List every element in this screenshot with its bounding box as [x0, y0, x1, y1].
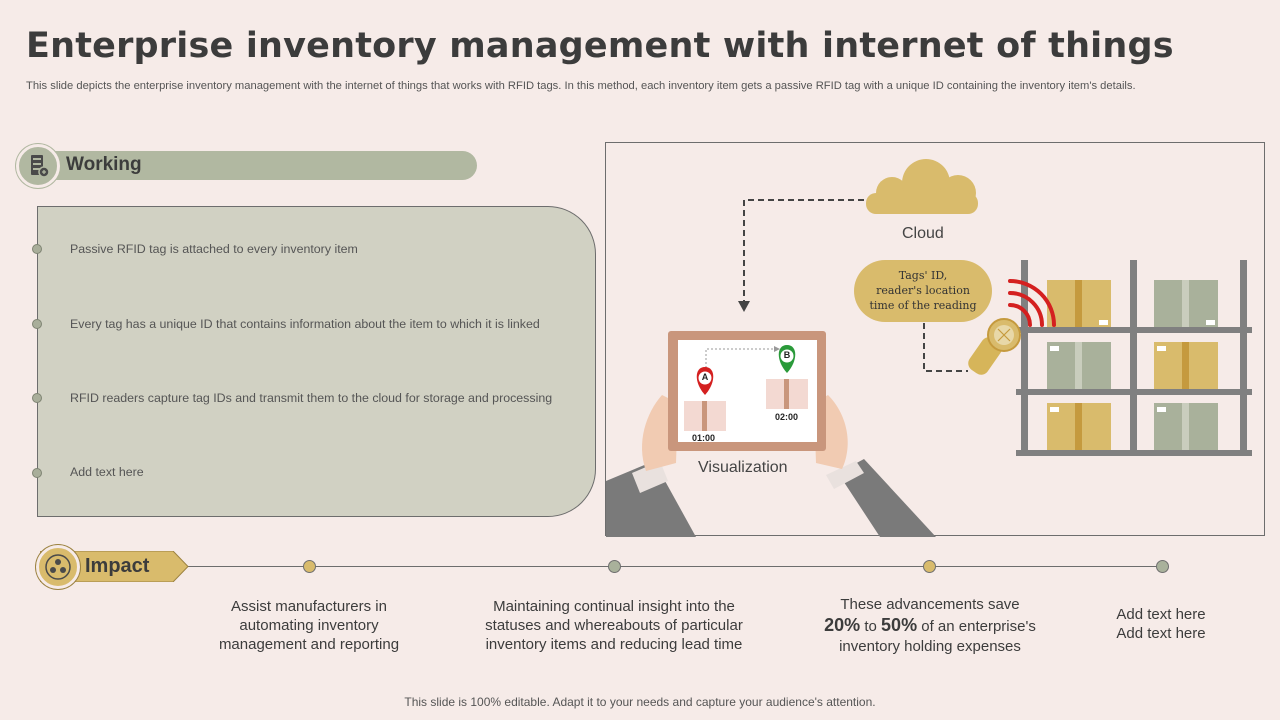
working-icon-badge	[16, 144, 60, 188]
pin-b-label: B	[783, 350, 791, 360]
time-b-label: 02:00	[775, 412, 799, 422]
time-a-label: 01:00	[692, 433, 716, 443]
pin-a-label: A	[701, 372, 709, 382]
visualization-label: Visualization	[698, 459, 788, 476]
impact-dot-4	[1156, 560, 1169, 573]
impact-item-2: Maintaining continual insight into the s…	[485, 598, 743, 653]
working-item-2: Every tag has a unique ID that contains …	[70, 317, 540, 331]
rfid-scanner-icon	[968, 318, 1021, 375]
location-pin-a-icon	[696, 367, 714, 395]
impact-dot-2	[608, 560, 621, 573]
working-item-1: Passive RFID tag is attached to every in…	[70, 242, 358, 256]
working-label: Working	[66, 154, 142, 175]
bullet-2	[32, 319, 42, 329]
impact-item-3: These advancements save 20% to 50% of an…	[824, 596, 1036, 655]
impact-item-4: Add text here Add text here	[1116, 606, 1206, 642]
page-title: Enterprise inventory management with int…	[26, 26, 1174, 66]
network-icon	[45, 554, 71, 580]
warehouse-shelf	[1016, 260, 1252, 456]
bullet-4	[32, 468, 42, 478]
working-item-4: Add text here	[70, 465, 144, 479]
cloud-label: Cloud	[902, 225, 944, 242]
impact-label: Impact	[85, 555, 150, 577]
bullet-3	[32, 393, 42, 403]
working-header-bar	[20, 151, 477, 180]
tag-bubble-text: Tags' ID, reader's location time of the …	[869, 269, 977, 312]
impact-timeline	[180, 566, 1165, 567]
rfid-signal-icon	[1008, 279, 1056, 327]
working-item-3: RFID readers capture tag IDs and transmi…	[70, 391, 553, 405]
iot-illustration: Cloud Tags' ID, reader's location time o…	[605, 142, 1265, 537]
server-icon	[31, 155, 50, 178]
impact-dot-1	[303, 560, 316, 573]
impact-item-1: Assist manufacturers in automating inven…	[218, 598, 400, 653]
bullet-1	[32, 244, 42, 254]
impact-icon-badge	[36, 545, 80, 589]
impact-dot-3	[923, 560, 936, 573]
page-subtitle: This slide depicts the enterprise invent…	[26, 80, 1136, 92]
cloud-icon	[866, 159, 978, 214]
footer-note: This slide is 100% editable. Adapt it to…	[404, 695, 876, 709]
working-list-box	[37, 206, 596, 517]
location-pin-b-icon	[778, 345, 796, 373]
